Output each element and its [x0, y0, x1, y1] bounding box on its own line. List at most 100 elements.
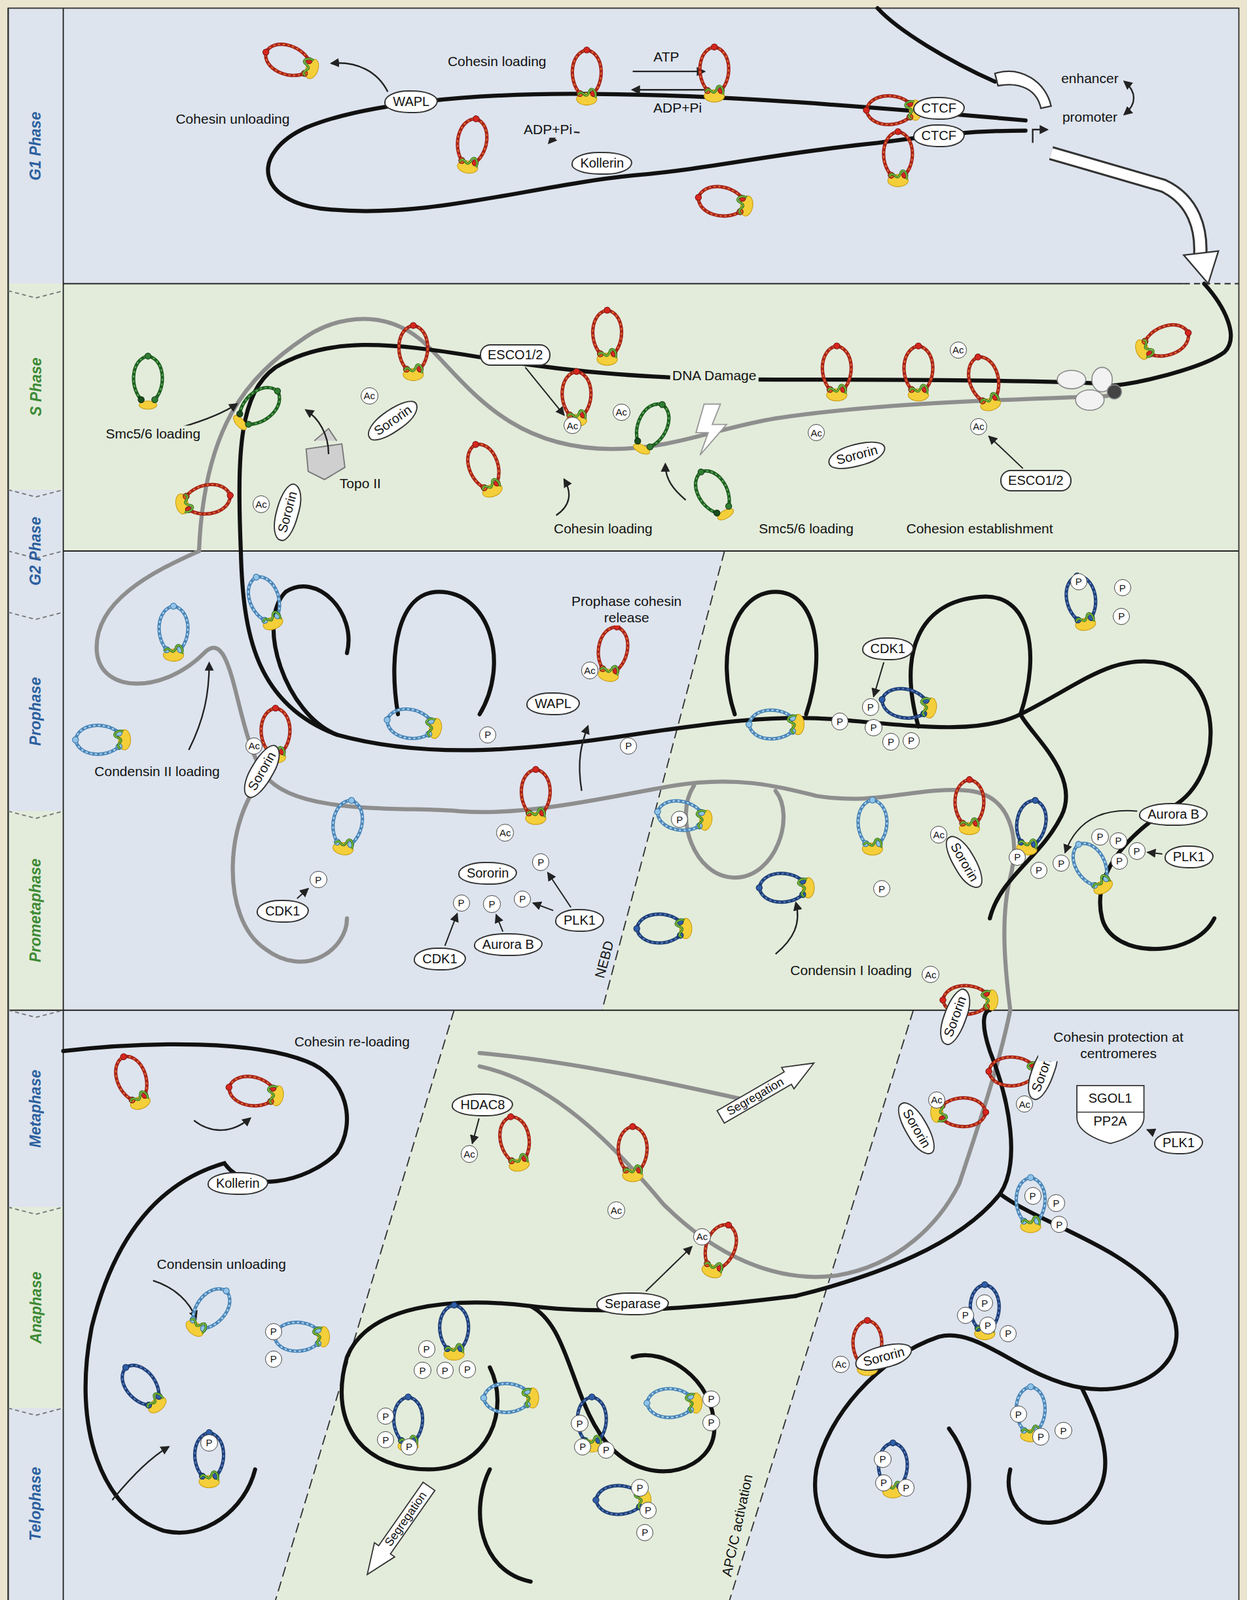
node-text: Ac: [696, 1231, 709, 1243]
label-anchor: Condensin I loading: [788, 962, 914, 979]
node-text: P: [907, 735, 915, 747]
node-text: Kollerin: [579, 155, 624, 171]
annotation-text: enhancer: [1059, 70, 1121, 87]
node-text: Aurora B: [1147, 807, 1200, 823]
label-anchor: ADP+Pi: [521, 121, 575, 138]
node-text: P: [836, 716, 844, 728]
protein-blob: PLK1: [1164, 845, 1214, 869]
modification-circle: P: [597, 1442, 615, 1460]
protein-blob: Sororin: [934, 985, 976, 1049]
node-text: Sororin: [834, 442, 880, 469]
modification-circle: P: [831, 712, 849, 730]
node-text: ESCO1/2: [1008, 473, 1064, 489]
modification-circle: Ac: [970, 418, 988, 436]
modification-circle: P: [975, 1294, 994, 1312]
label-anchor: Smc5/6 loading: [756, 520, 856, 537]
label-anchor: Cohesin unloading: [173, 111, 292, 128]
modification-circle: Ac: [460, 1145, 479, 1164]
phase-band: Metaphase: [7, 1010, 63, 1208]
node-text: Ac: [930, 1094, 943, 1106]
modification-circle: P: [483, 895, 501, 913]
node-text: CTCF: [921, 128, 957, 144]
node-text: Sororin: [466, 866, 509, 882]
modification-circle: P: [999, 1325, 1017, 1343]
modification-circle: P: [265, 1323, 283, 1341]
modification-circle: P: [702, 1414, 720, 1432]
phase-band: G1 Phase: [7, 7, 63, 284]
node-text: P: [519, 893, 526, 905]
node-text: Sororin: [861, 1344, 906, 1371]
enzyme-box: ESCO1/2: [479, 344, 551, 366]
modification-circle: Ac: [949, 341, 968, 360]
label-anchor: promoter: [1060, 109, 1120, 126]
modification-circle: Ac: [607, 1201, 626, 1220]
protein-blob: CDK1: [413, 947, 466, 971]
node-text: P: [981, 1298, 988, 1310]
label-anchor: Cohesin loading: [445, 53, 549, 70]
protein-blob: Aurora B: [1138, 803, 1208, 827]
annotation-text: Smc5/6 loading: [756, 520, 856, 537]
modification-circle: Ac: [581, 661, 599, 680]
protein-blob: PLK1: [555, 909, 605, 933]
label-anchor: Smc5/6 loading: [103, 425, 203, 442]
node-text: WAPL: [534, 696, 572, 712]
modification-circle: Ac: [563, 416, 582, 435]
node-text: P: [879, 1453, 886, 1465]
process-arrows: [111, 62, 798, 1501]
node-text: P: [644, 1504, 652, 1517]
node-text: Telophase: [26, 1467, 44, 1542]
protein-blob: Sororin: [269, 481, 307, 544]
annotation-text: Cohesin loading: [445, 53, 549, 70]
modification-circle: P: [670, 811, 688, 829]
annotation-text: NEBD: [590, 936, 618, 982]
modification-circle: P: [513, 890, 531, 908]
node-text: P: [1057, 858, 1065, 870]
regulation-arrow: [1065, 811, 1138, 854]
modification-circle: P: [436, 1362, 454, 1380]
modification-circle: P: [1032, 1428, 1050, 1446]
regulation-arrow: [1146, 1129, 1153, 1132]
modification-circle: P: [1112, 608, 1130, 626]
node-text: PLK1: [563, 913, 596, 929]
node-text: CDK1: [265, 903, 300, 920]
node-text: Segregation: [382, 1489, 431, 1550]
node-text: G2 Phase: [26, 517, 44, 586]
modification-circle: P: [875, 1474, 893, 1492]
node-text: Sororin: [274, 490, 301, 535]
chromatin-black: [63, 7, 1232, 1582]
modification-circle: P: [619, 737, 637, 755]
regulation-arrow: [646, 1247, 692, 1292]
node-text: P: [1004, 1328, 1012, 1340]
node-text: P: [602, 1444, 610, 1456]
modification-circle: Ac: [807, 424, 826, 442]
node-text: P: [579, 1441, 586, 1453]
modification-circle: P: [979, 1317, 997, 1335]
label-anchor: enhancer: [1059, 70, 1121, 87]
protein-blob: Kollerin: [207, 1172, 269, 1196]
modification-circle: Ac: [252, 495, 271, 514]
annotation-text: ADP+Pi: [651, 100, 704, 117]
modification-circle: P: [570, 1415, 588, 1433]
node-text: Prometaphase: [26, 858, 44, 963]
node-text: P: [708, 1417, 715, 1429]
node-text: P: [464, 1364, 471, 1376]
annotation-text: Cohesion establishment: [903, 520, 1055, 537]
modification-circle: P: [265, 1351, 283, 1369]
modification-circle: P: [957, 1307, 975, 1325]
node-text: P: [576, 1418, 583, 1430]
annotation-text: Smc5/6 loading: [103, 425, 203, 442]
modification-circle: Ac: [1015, 1095, 1034, 1114]
modification-circle: Ac: [612, 403, 631, 422]
node-text: P: [1119, 582, 1126, 594]
protein-blob: CDK1: [862, 637, 914, 661]
modification-circle: P: [452, 894, 470, 912]
node-text: Ac: [566, 420, 579, 432]
node-text: PLK1: [1162, 1135, 1195, 1151]
node-text: P: [1096, 831, 1103, 843]
modification-circle: P: [636, 1524, 654, 1542]
regulation-arrow: [873, 662, 885, 698]
protein-blob: WAPL: [384, 90, 438, 114]
node-text: P: [488, 898, 495, 910]
regulation-arrow: [471, 1118, 479, 1144]
